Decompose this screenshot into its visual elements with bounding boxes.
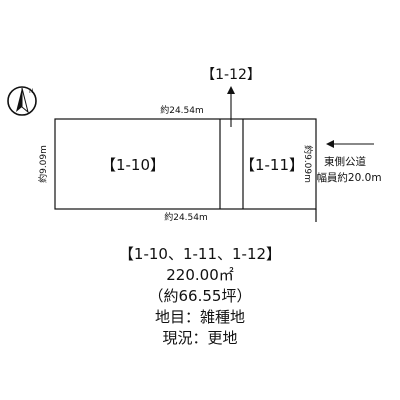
dimension-left: 約9.09m [37, 145, 49, 183]
road-width: 幅員約20.0m [316, 171, 381, 184]
lot-1-12-label: 【1-12】 [201, 67, 261, 83]
lot-1-10-label: 【1-10】 [101, 156, 165, 174]
road-name: 東側公道 [324, 155, 366, 168]
summary-land-category: 地目：雑種地 [154, 308, 245, 326]
lot-1-11-label: 【1-11】 [240, 156, 304, 174]
arrow-up-icon [227, 86, 235, 127]
summary-area: 220.00㎡ [166, 266, 234, 284]
north-arrow-icon: N [7, 86, 37, 116]
arrow-left-icon [326, 140, 374, 148]
summary-tsubo: （約66.55坪） [148, 287, 252, 305]
summary-lots: 【1-10、1-11、1-12】 [118, 245, 282, 263]
dimension-bottom: 約24.54m [164, 211, 208, 223]
dimension-right: 約9.09m [302, 145, 314, 183]
summary-current-state: 現況：更地 [162, 329, 238, 347]
parcel-outline [54, 118, 317, 210]
dimension-top: 約24.54m [160, 104, 204, 116]
north-label: N [29, 88, 34, 95]
